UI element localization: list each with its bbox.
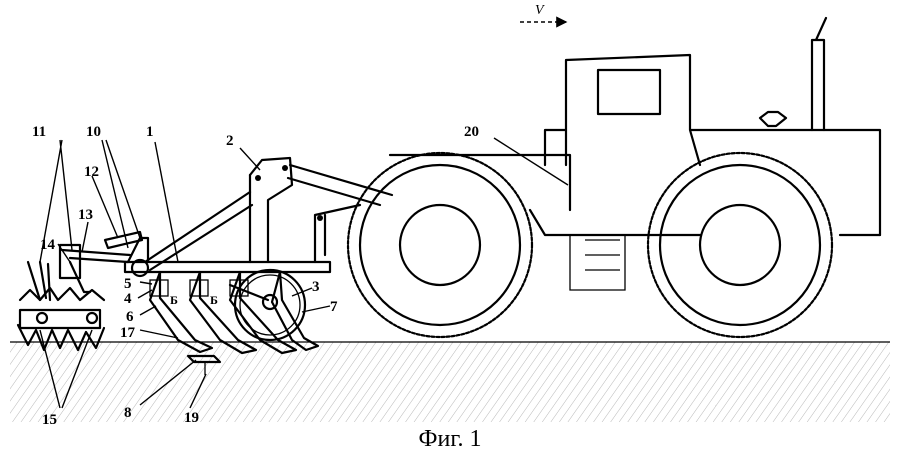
label-4: 4	[124, 291, 132, 307]
tractor	[346, 16, 882, 339]
rear-wheel	[646, 151, 834, 339]
label-12: 12	[84, 164, 99, 180]
figure-caption: Фиг. 1	[419, 426, 482, 452]
front-wheel	[346, 151, 534, 339]
label-11: 11	[32, 124, 46, 140]
section-mark-a: Б	[170, 293, 178, 307]
label-7: 7	[330, 299, 338, 315]
part-labels: 11 10 1 2 12 13 14 5 4 6 17 3 7 8 19 15 …	[32, 124, 479, 428]
label-8: 8	[124, 405, 132, 421]
direction-label: V	[535, 3, 545, 18]
label-13: 13	[78, 207, 93, 223]
label-19: 19	[184, 410, 199, 426]
direction-arrow: V	[520, 3, 568, 28]
soil-ground	[10, 341, 890, 422]
label-6: 6	[126, 309, 134, 325]
label-1: 1	[146, 124, 154, 140]
label-17: 17	[120, 325, 136, 341]
label-2: 2	[226, 133, 234, 149]
label-5: 5	[124, 276, 132, 292]
label-3: 3	[312, 279, 320, 295]
label-15: 15	[42, 412, 57, 428]
label-10: 10	[86, 124, 101, 140]
cab-window	[596, 68, 662, 116]
label-20: 20	[464, 124, 479, 140]
tillage-shanks	[148, 270, 320, 355]
label-14: 14	[40, 237, 56, 253]
coulter-disc	[228, 268, 307, 342]
section-mark-b: Б	[210, 293, 218, 307]
leader-lines	[39, 137, 569, 409]
